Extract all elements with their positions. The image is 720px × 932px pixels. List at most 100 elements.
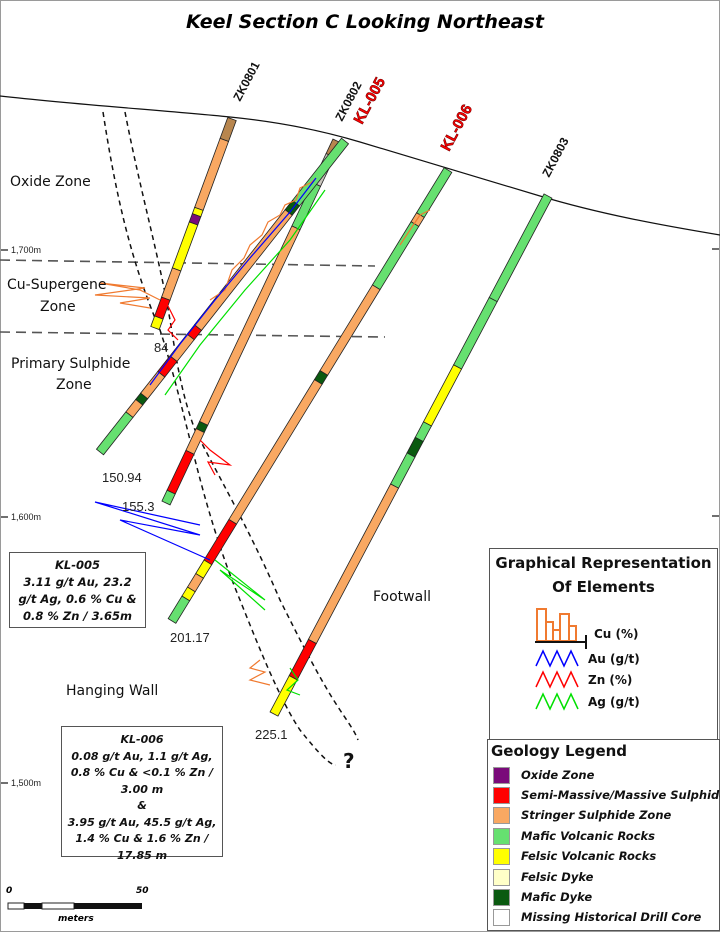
intercept-line: 1.4 % Cu & 1.6 % Zn / xyxy=(75,832,209,845)
scale-end-label: 50 xyxy=(136,886,149,896)
geology-legend-item: Mafic Volcanic Rocks xyxy=(493,826,655,846)
elevation-label: 1,700m xyxy=(11,245,41,255)
legend-swatch xyxy=(493,827,510,845)
drill-hole-interval xyxy=(150,315,164,331)
hole-label-zk0803: ZK0803 xyxy=(539,135,572,180)
intercept-line: 3.95 g/t Au, 45.5 g/t Ag, xyxy=(67,815,217,829)
legend-swatch xyxy=(493,909,510,927)
drill-hole-interval xyxy=(140,370,166,400)
drill-hole-interval xyxy=(319,284,381,376)
fault-line-1 xyxy=(102,111,337,766)
geology-legend-item: Felsic Volcanic Rocks xyxy=(493,847,656,867)
drill-hole-interval xyxy=(371,221,420,291)
geology-legend-item: Semi-Massive/Massive Sulphide xyxy=(493,785,720,805)
geology-legend-item: Felsic Dyke xyxy=(493,867,593,887)
drill-hole-interval xyxy=(269,675,298,717)
au-profile xyxy=(149,177,317,386)
legend-swatch xyxy=(493,807,510,825)
ag-zigzag-icon xyxy=(535,692,579,711)
drill-holes xyxy=(95,116,553,717)
intercept-line: 0.8 % Cu & <0.1 % Zn / xyxy=(70,766,214,779)
legend-label-ag: Ag (g/t) xyxy=(588,695,640,709)
geology-legend-item: Missing Historical Drill Core xyxy=(493,908,701,928)
au-zigzag-icon xyxy=(535,649,579,668)
zn-profile xyxy=(164,299,179,341)
unknown-extent-marker: ? xyxy=(343,749,355,773)
hole-label-zk0801: ZK0801 xyxy=(230,59,263,104)
cu-profile xyxy=(94,282,161,309)
intercept-line: 0.08 g/t Au, 1.1 g/t Ag, xyxy=(71,749,213,763)
drill-hole-interval xyxy=(166,449,195,495)
elevation-label: 1,500m xyxy=(11,778,41,788)
legend-label-cu: Cu (%) xyxy=(594,627,639,641)
legend-swatch xyxy=(493,848,510,866)
scale-segment xyxy=(24,903,42,909)
scale-segment xyxy=(74,903,142,909)
legend-label: Stringer Sulphide Zone xyxy=(521,808,672,823)
legend-label: Mafic Volcanic Rocks xyxy=(521,828,656,843)
scale-segment xyxy=(41,902,75,910)
intercept-line: 0.8 % Zn / 3.65m xyxy=(23,609,132,623)
intercept-box-kl006: KL-006 0.08 g/t Au, 1.1 g/t Ag, 0.8 % Cu… xyxy=(61,726,223,862)
intercept-line: g/t Ag, 0.6 % Cu & xyxy=(18,592,137,606)
drill-hole-kl006 xyxy=(167,167,453,624)
drill-hole-interval xyxy=(219,116,237,142)
zone-label-primary-2: Zone xyxy=(56,377,92,393)
drill-hole-interval xyxy=(169,333,195,363)
ag-profile xyxy=(214,559,266,611)
elements-legend-symbols xyxy=(535,608,587,711)
intercept-box-kl005: KL-005 3.11 g/t Au, 23.2 g/t Ag, 0.6 % C… xyxy=(9,552,146,628)
cu-histogram-icon xyxy=(536,608,577,642)
zone-label-footwall: Footwall xyxy=(373,589,431,605)
depth-label: 84 xyxy=(154,340,168,355)
ag-profile xyxy=(285,667,301,696)
elevation-label: 1,600m xyxy=(11,512,41,522)
geology-legend-title: Geology Legend xyxy=(491,742,628,760)
legend-label: Oxide Zone xyxy=(521,767,595,782)
elements-legend-title: Graphical Representation xyxy=(495,554,712,572)
zone-label-primary: Primary Sulphide xyxy=(11,356,130,372)
legend-swatch xyxy=(493,868,510,886)
scale-segment xyxy=(7,902,25,910)
legend-label: Mafic Dyke xyxy=(521,889,593,904)
elements-legend: Graphical Representation Of Elements Cu … xyxy=(489,548,718,740)
hole-label-kl006: KL-006 xyxy=(438,102,476,154)
legend-label-au: Au (g/t) xyxy=(588,652,640,666)
intercept-line: 3.00 m xyxy=(120,782,164,796)
cu-profile xyxy=(209,177,317,301)
fault-line-2 xyxy=(124,111,359,741)
drill-hole-interval xyxy=(228,379,323,525)
drill-hole-interval xyxy=(416,167,453,218)
elevation-axis-right xyxy=(712,248,719,517)
zone-label-supergene-2: Zone xyxy=(40,299,76,315)
scale-start-label: 0 xyxy=(6,886,13,896)
zn-zigzag-icon xyxy=(535,670,579,689)
drill-hole-interval xyxy=(307,483,400,645)
depth-label: 155.3 xyxy=(122,499,155,514)
figure-title: Keel Section C Looking Northeast xyxy=(186,11,545,33)
legend-swatch xyxy=(493,766,510,784)
drill-hole-interval xyxy=(167,595,191,624)
elements-legend-title-2: Of Elements xyxy=(552,578,655,596)
scale-unit-label: meters xyxy=(58,914,94,924)
depth-label: 150.94 xyxy=(102,470,142,485)
drill-hole-interval xyxy=(453,296,498,370)
geology-legend-item: Mafic Dyke xyxy=(493,887,592,907)
drill-hole-kl005 xyxy=(95,137,350,456)
depth-label: 201.17 xyxy=(170,630,210,645)
zone-label-oxide: Oxide Zone xyxy=(10,174,91,190)
drill-hole-interval xyxy=(161,489,176,506)
intercept-line: 3.11 g/t Au, 23.2 xyxy=(23,575,132,589)
intercept-line: & xyxy=(137,799,147,812)
legend-swatch xyxy=(493,888,510,906)
scale-bar xyxy=(7,902,142,910)
drill-hole-interval xyxy=(194,137,230,211)
assay-profiles xyxy=(94,177,431,696)
intercept-title: KL-005 xyxy=(54,558,101,572)
legend-label: Felsic Dyke xyxy=(521,869,594,884)
ag-profile xyxy=(164,189,326,396)
legend-label: Semi-Massive/Massive Sulphide xyxy=(521,787,720,802)
drill-hole-zk0802 xyxy=(161,138,342,506)
